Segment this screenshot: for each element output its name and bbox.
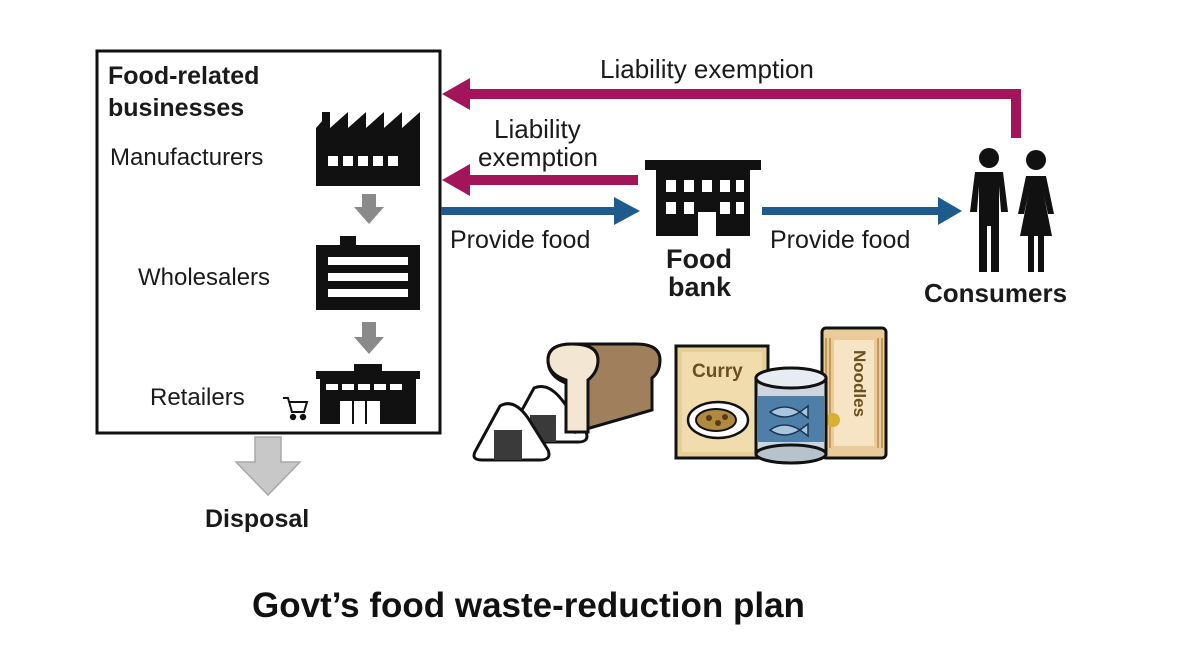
food-bank-building-icon — [645, 160, 761, 236]
noodles-label: Noodles — [850, 350, 869, 418]
disposal-arrow — [234, 436, 302, 497]
liability-exemption-top-label: Liability exemption — [600, 54, 814, 84]
box-heading-line2: businesses — [108, 94, 245, 122]
liability-exemption-mid-label-line1: Liability — [494, 114, 581, 144]
consumers-label: Consumers — [924, 278, 1068, 308]
retailers-label: Retailers — [150, 384, 245, 411]
manufacturers-label: Manufacturers — [110, 144, 264, 171]
consumers-icon — [970, 148, 1054, 272]
down-arrow-2 — [354, 322, 384, 354]
curry-label: Curry — [692, 361, 743, 382]
bread-icon — [546, 342, 662, 434]
factory-icon — [316, 112, 420, 186]
store-icon — [316, 364, 420, 424]
disposal-label: Disposal — [205, 505, 310, 533]
down-arrow-1 — [354, 194, 384, 224]
curry-box-icon — [674, 344, 770, 460]
box-heading-line1: Food-related — [108, 62, 260, 90]
tin-can-icon — [754, 366, 828, 465]
food-bank-label-line2: bank — [668, 272, 732, 302]
liability-exemption-mid-arrow — [442, 164, 638, 196]
wholesalers-label: Wholesalers — [138, 264, 271, 291]
noodles-package-icon — [820, 326, 888, 460]
provide-food-left-arrow — [441, 197, 640, 225]
liability-exemption-mid-label-line2: exemption — [478, 142, 598, 172]
provide-food-right-label: Provide food — [770, 226, 911, 254]
shopping-cart-icon — [283, 397, 309, 421]
food-bank-label-line1: Food — [666, 244, 732, 274]
page-title: Govt’s food waste-reduction plan — [252, 586, 805, 625]
provide-food-right-arrow — [762, 197, 962, 225]
food-related-businesses-box — [95, 49, 442, 435]
liability-exemption-top-arrow — [442, 78, 1021, 138]
provide-food-left-label: Provide food — [450, 226, 591, 254]
warehouse-icon — [316, 236, 420, 310]
